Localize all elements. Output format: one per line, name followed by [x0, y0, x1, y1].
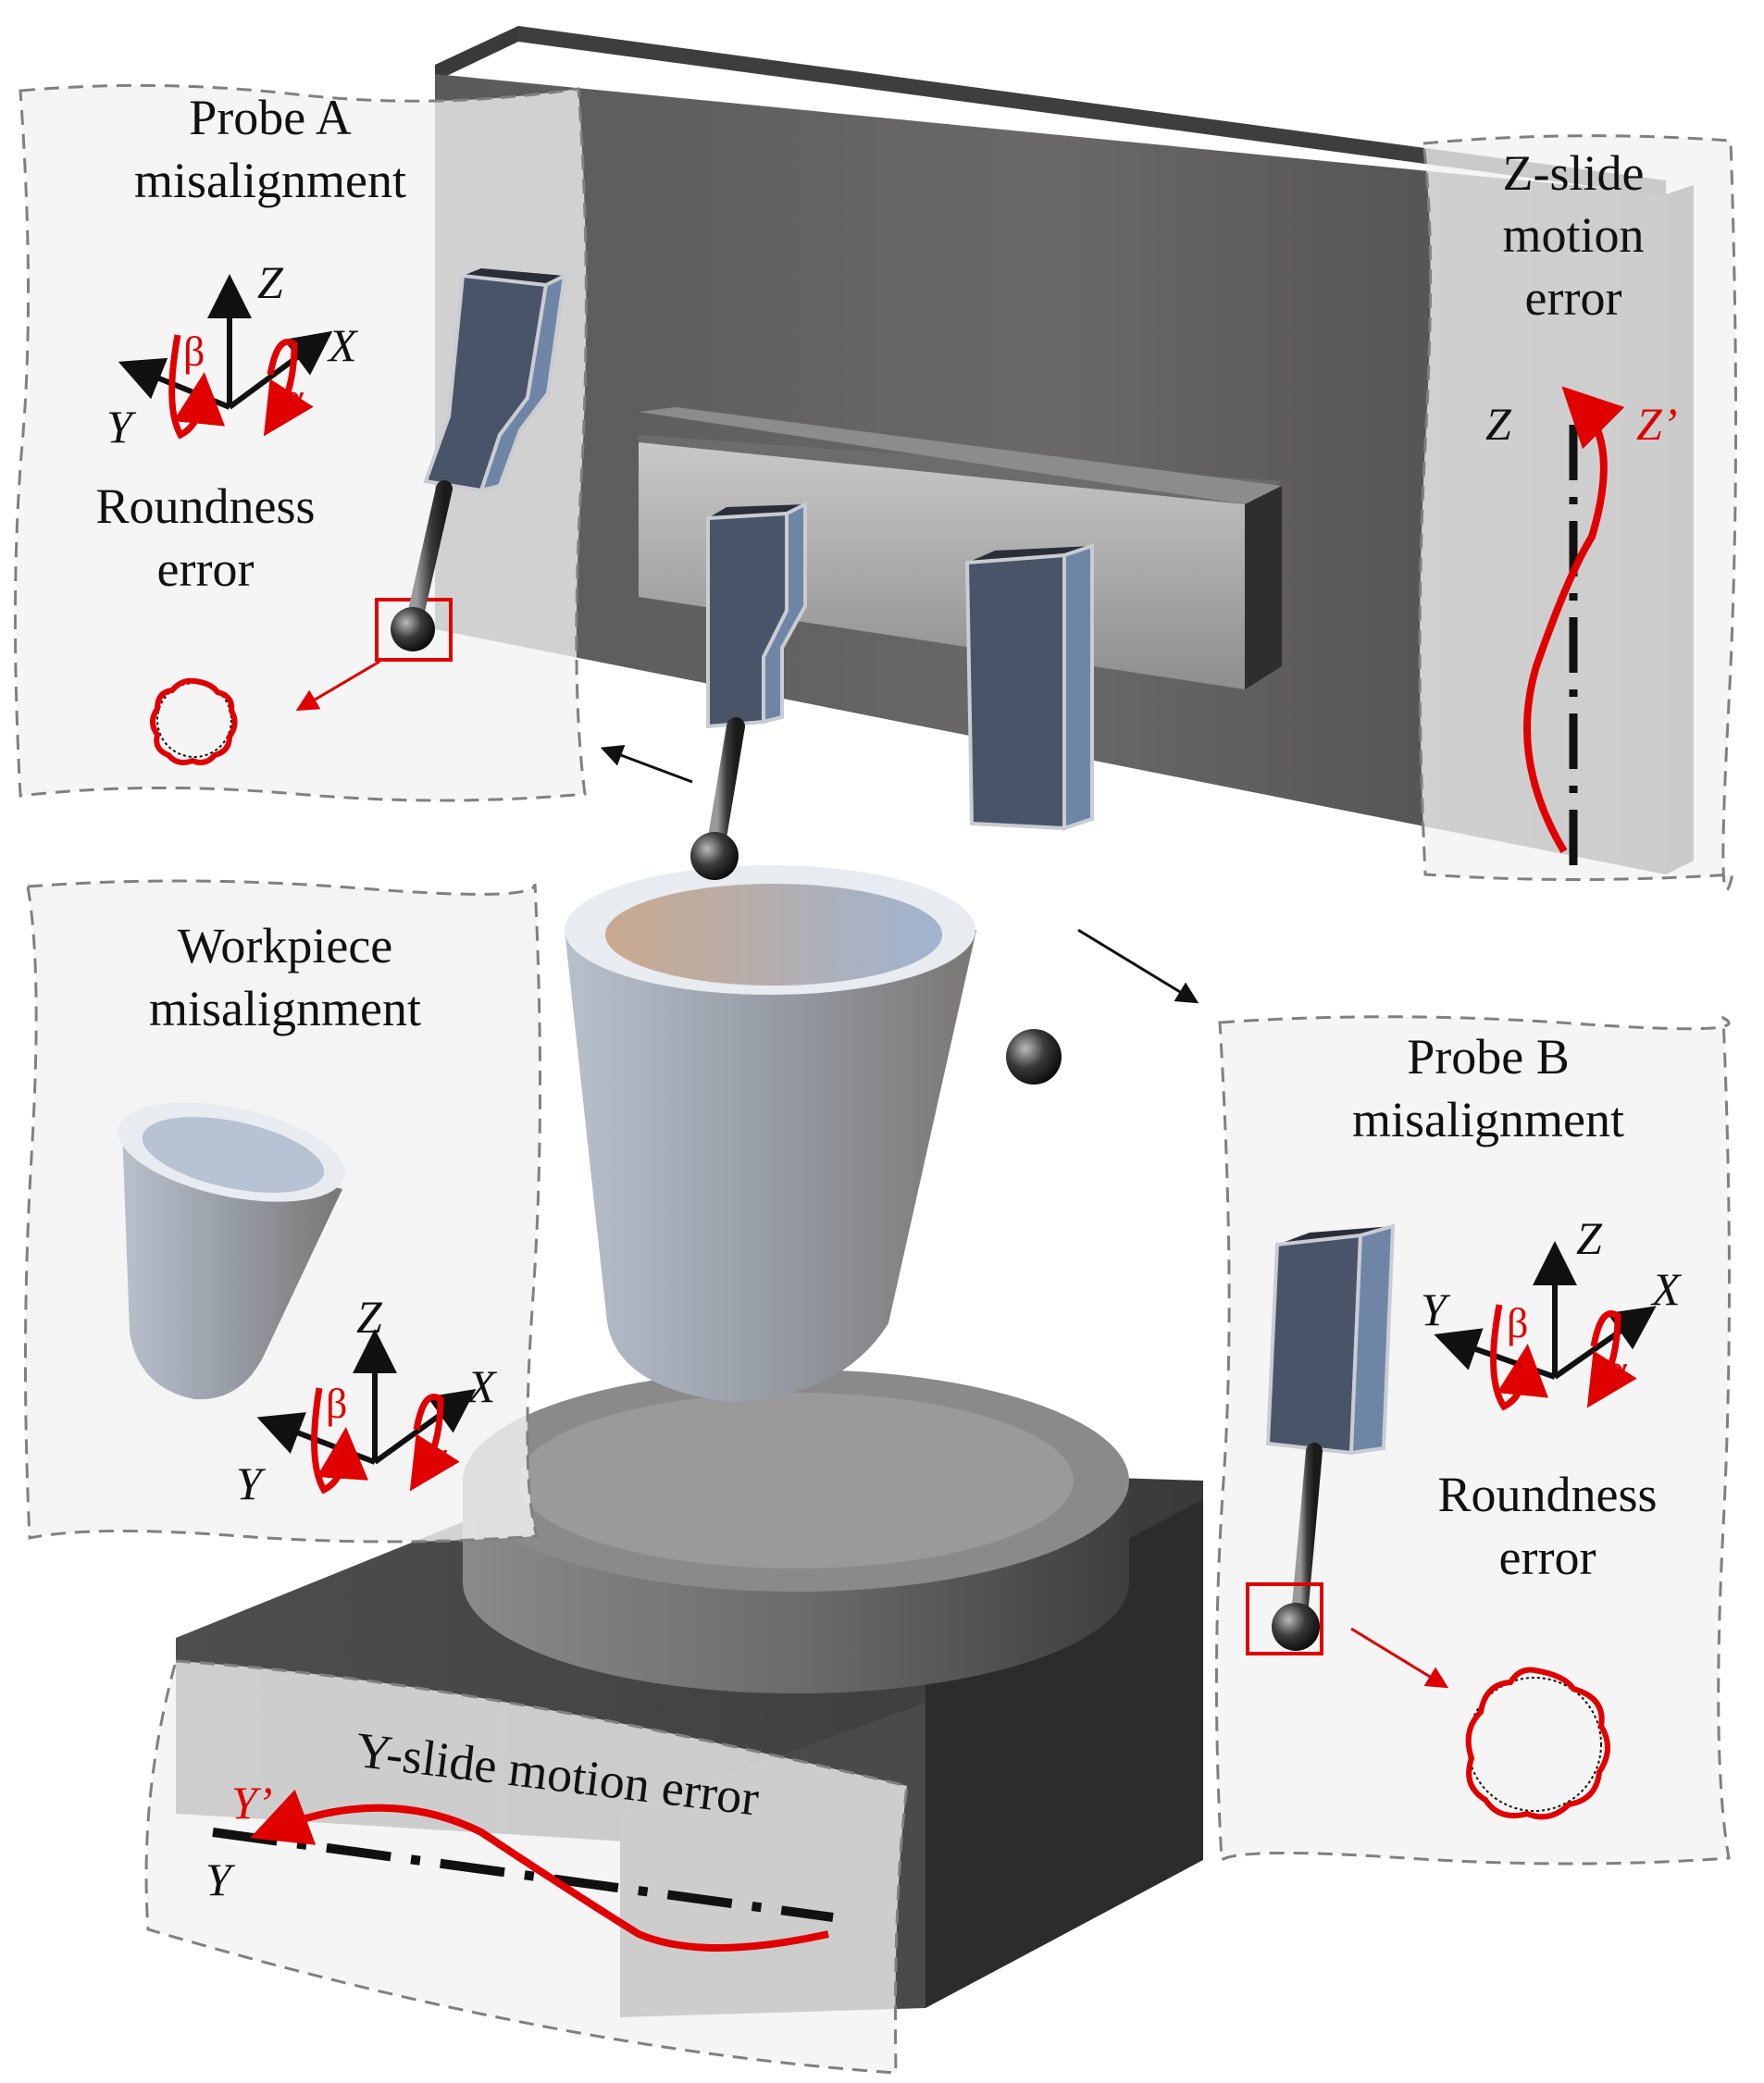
roundness-profile-icon: [1465, 1667, 1610, 1820]
axis-label: Y’: [231, 1777, 272, 1829]
panel-y-slide: Y-slide motion error Y’ Y: [144, 1659, 909, 2075]
panel-workpiece: Workpiece misalignment Z X Y β α: [23, 879, 542, 1544]
axis-label: Z: [356, 1291, 383, 1343]
rotation-arrow-icon: β α: [168, 328, 314, 440]
leader-arrow-probe-a: [600, 744, 693, 784]
panel-title: Z-slide: [1503, 145, 1645, 201]
panel-probe-b: Probe B misalignment Z X Y β α Roundness…: [1214, 1015, 1731, 1866]
probe-a: [690, 501, 807, 880]
rotation-label: α: [1606, 1345, 1628, 1393]
roundness-label: error: [157, 541, 255, 597]
axis-label: X: [466, 1360, 498, 1412]
roundness-profile-icon: [150, 677, 238, 765]
rotation-label: α: [282, 374, 304, 421]
panel-title: motion: [1502, 207, 1644, 263]
axis-label: Y: [205, 1854, 236, 1905]
workpiece-cup: [565, 865, 976, 1402]
panel-title: Probe B: [1407, 1029, 1570, 1085]
axis-label: Z’: [1636, 398, 1677, 450]
coordinate-axes-icon: Z X Y: [236, 1291, 498, 1509]
roundness-label: Roundness: [95, 478, 315, 534]
coordinate-axes-icon: Z X Y: [1421, 1212, 1683, 1380]
tilted-workpiece-icon: [118, 1102, 345, 1400]
panel-title: Probe A: [189, 90, 352, 145]
stylus-ball-icon: [1006, 1029, 1062, 1085]
panel-z-slide: Z-slide motion error Z Z’: [1418, 134, 1738, 892]
roundness-arrow: [1350, 1627, 1449, 1689]
rotation-label: β: [326, 1380, 347, 1427]
axis-label: X: [1650, 1263, 1683, 1315]
axis-label: Z: [1485, 398, 1512, 450]
axis-label: Y: [106, 401, 137, 453]
rotation-arrow-icon: β α: [1490, 1299, 1637, 1411]
rotation-label: β: [183, 328, 205, 375]
rotation-label: α: [426, 1432, 448, 1479]
axis-label: X: [327, 319, 359, 371]
leader-arrow-probe-b: [1077, 928, 1199, 1004]
probe-b: [964, 543, 1094, 1085]
axis-label: Y: [236, 1457, 267, 1509]
actual-z-path: [1523, 386, 1625, 854]
roundness-label: Roundness: [1437, 1467, 1657, 1522]
probe-a-detail: [391, 268, 567, 651]
rotation-arrow-icon: β α: [311, 1380, 460, 1494]
roundness-label: error: [1499, 1530, 1596, 1585]
stylus-ball-icon: [690, 832, 739, 880]
panel-title: misalignment: [1352, 1092, 1624, 1147]
stylus-ball-icon: [1272, 1603, 1320, 1651]
panel-title: error: [1525, 270, 1622, 326]
panel-title: misalignment: [149, 981, 421, 1036]
panel-title: misalignment: [134, 153, 406, 208]
nominal-y-axis: [212, 1828, 834, 1922]
stylus-ball-icon: [391, 607, 435, 651]
rotary-stage: [463, 1370, 1129, 1693]
axis-label: Z: [257, 256, 284, 308]
panel-probe-a: Probe A misalignment Z X Y β α Roundness…: [13, 83, 588, 802]
probe-tip-highlight: [1246, 1582, 1323, 1655]
roundness-arrow: [295, 660, 380, 712]
actual-y-path: [250, 1789, 829, 1952]
rotation-label: β: [1507, 1299, 1528, 1346]
axis-label: Y: [1421, 1283, 1451, 1335]
panel-title: Workpiece: [178, 918, 393, 973]
axis-label: Z: [1576, 1212, 1603, 1264]
probe-b-detail: [1265, 1223, 1396, 1651]
